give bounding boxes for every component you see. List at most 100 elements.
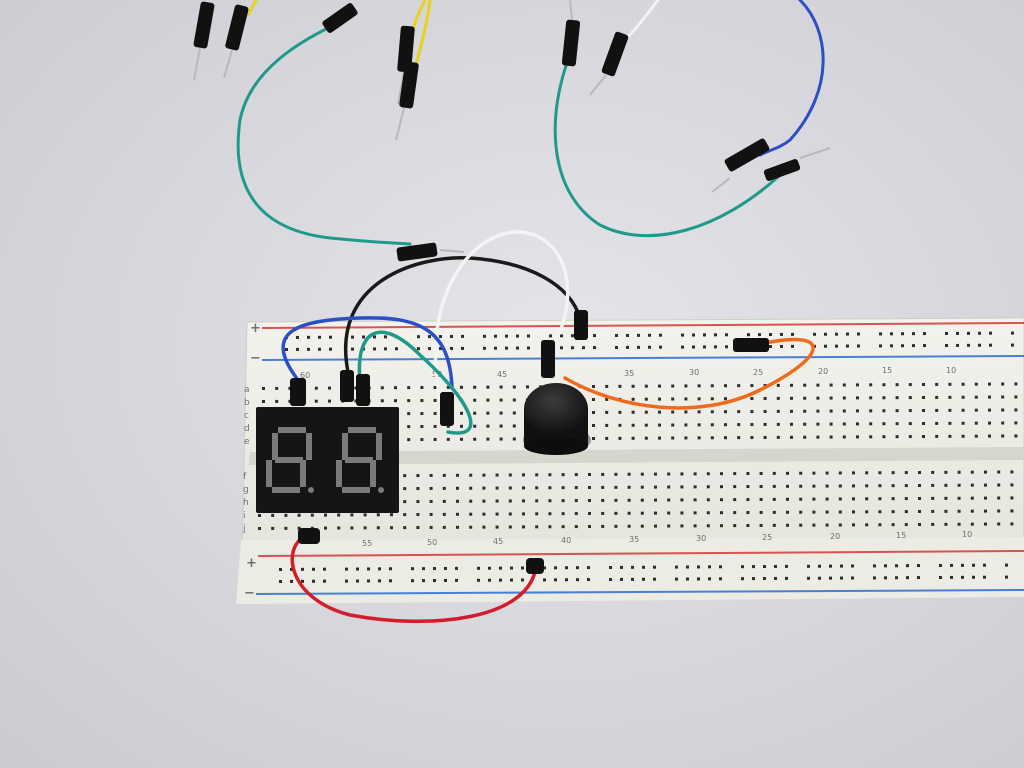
breadboard-hole: [967, 343, 970, 347]
segment-dp: [308, 487, 314, 493]
breadboard-hole: [314, 386, 318, 390]
breadboard-hole: [772, 497, 776, 501]
breadboard-hole: [667, 524, 671, 528]
breadboard-hole: [307, 335, 310, 339]
breadboard-hole: [746, 485, 750, 489]
jumper-plug: [356, 374, 370, 406]
breadboard-hole: [856, 422, 859, 426]
red-jumper-wire: [290, 534, 538, 624]
breadboard-hole: [803, 383, 807, 387]
breadboard-hole: [680, 524, 684, 528]
breadboard-hole: [522, 499, 525, 503]
breadboard-hole: [312, 567, 315, 571]
breadboard-hole: [571, 334, 574, 338]
breadboard-hole: [807, 576, 810, 580]
segment-g: [275, 457, 303, 463]
breadboard-hole: [486, 411, 490, 415]
row-letter: j: [242, 524, 246, 534]
breadboard-hole: [417, 347, 420, 351]
breadboard-hole: [851, 564, 854, 568]
breadboard-hole: [922, 396, 925, 399]
breadboard-hole: [945, 332, 948, 335]
breadboard-hole: [510, 578, 513, 582]
breadboard-hole: [763, 422, 767, 426]
breadboard-hole: [527, 334, 530, 338]
breadboard-hole: [869, 396, 873, 400]
breadboard-hole: [846, 332, 849, 336]
column-number: 15: [882, 366, 892, 375]
breadboard-hole: [812, 523, 816, 527]
breadboard-hole: [922, 435, 925, 438]
segment-g: [345, 457, 373, 463]
breadboard-hole: [535, 512, 539, 516]
breadboard-hole: [548, 525, 552, 529]
breadboard-hole: [720, 472, 723, 476]
breadboard-hole: [786, 523, 789, 527]
breadboard-hole: [526, 385, 529, 389]
breadboard-hole: [984, 496, 987, 500]
breadboard-hole: [908, 409, 912, 413]
breadboard-hole: [746, 524, 750, 528]
breadboard-hole: [684, 436, 688, 440]
breadboard-hole: [825, 471, 829, 475]
breadboard-hole: [737, 423, 741, 427]
white-loose-wire: [623, 0, 660, 42]
breadboard-hole: [351, 347, 354, 351]
breadboard-hole: [601, 524, 605, 528]
breadboard-hole: [439, 347, 442, 351]
breadboard-hole: [455, 566, 458, 570]
breadboard-hole: [680, 485, 684, 489]
breadboard-hole: [852, 471, 855, 475]
breadboard-hole: [710, 397, 714, 401]
breadboard-hole: [324, 513, 327, 517]
breadboard-hole: [548, 473, 552, 477]
breadboard-hole: [895, 383, 899, 387]
breadboard-hole: [258, 514, 261, 517]
breadboard-hole: [984, 522, 987, 526]
column-number: 25: [762, 533, 772, 542]
breadboard-hole: [380, 399, 384, 403]
breadboard-hole: [878, 484, 882, 488]
breadboard-hole: [719, 577, 722, 581]
breadboard-hole: [724, 423, 727, 427]
breadboard-hole: [908, 422, 912, 426]
breadboard-hole: [703, 345, 706, 349]
breadboard-hole: [667, 511, 671, 515]
breadboard-hole: [972, 563, 975, 567]
breadboard-hole: [857, 332, 860, 336]
green-jumper-wire: [357, 330, 473, 435]
breadboard-hole: [857, 344, 860, 348]
breadboard-hole: [838, 510, 842, 514]
breadboard-hole: [759, 484, 763, 488]
breadboard-hole: [939, 564, 942, 567]
breadboard-hole: [838, 484, 842, 488]
row-letter: e: [244, 437, 250, 447]
column-number: 30: [696, 534, 706, 543]
breadboard-hole: [922, 409, 925, 412]
breadboard-hole: [813, 332, 816, 336]
row-letter: d: [244, 424, 250, 434]
breadboard-hole: [653, 565, 656, 569]
breadboard-hole: [697, 397, 701, 401]
breadboard-hole: [840, 564, 843, 568]
breadboard-hole: [588, 525, 591, 528]
breadboard-hole: [522, 473, 525, 477]
breadboard-hole: [812, 510, 816, 514]
breadboard-hole: [631, 423, 635, 427]
breadboard-hole: [307, 347, 310, 351]
breadboard-hole: [429, 473, 433, 477]
column-number: 10: [962, 530, 972, 539]
blue-jumper-wire: [281, 316, 454, 390]
breadboard-hole: [456, 525, 459, 529]
jumper-plug: [526, 558, 544, 574]
breadboard-hole: [882, 422, 886, 426]
breadboard-hole: [912, 344, 915, 348]
breadboard-hole: [878, 497, 882, 501]
breadboard-hole: [697, 410, 701, 414]
breadboard-hole: [354, 399, 358, 403]
breadboard-hole: [1005, 575, 1008, 579]
breadboard-hole: [776, 396, 780, 400]
breadboard-hole: [433, 398, 437, 402]
breadboard-hole: [469, 525, 473, 529]
breadboard-hole: [605, 397, 609, 401]
